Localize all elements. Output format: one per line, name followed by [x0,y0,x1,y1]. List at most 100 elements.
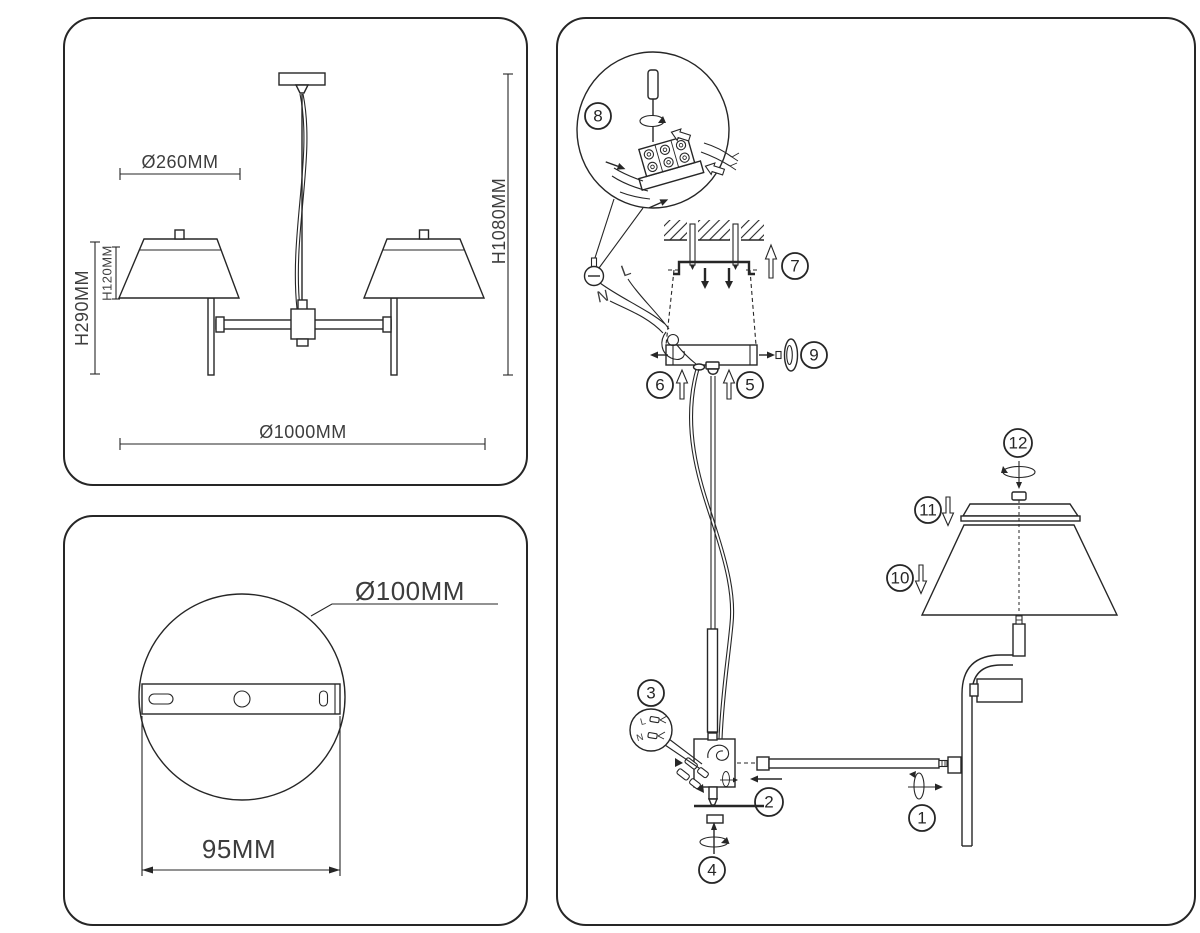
right-arm [390,297,398,376]
svg-text:6: 6 [655,376,664,395]
arrow-left [142,866,153,874]
connector-arrow-2 [696,784,704,793]
live-wire-label: L [619,261,633,280]
shade-diameter-label: Ø260MM [141,152,218,172]
wire-loop [666,333,680,347]
canopy-dashed-outline [665,269,760,346]
ground-screw-pin [590,257,598,268]
dimension-annotations: Ø260MM H290MM H120MM [72,73,513,450]
svg-text:8: 8 [593,107,602,126]
panel-assembly-steps: 8 [556,17,1196,926]
arm-tube-outer [961,654,1013,846]
assembly-diagram: 8 [576,51,1119,884]
lamp-shade [920,524,1119,616]
mounting-screw-right [732,223,739,266]
dim-shade-diameter: Ø260MM [119,152,241,180]
fixture-height-label: H290MM [72,270,92,346]
wire-to-grip [676,344,697,365]
step-6-badge: 6 [646,371,674,399]
hub-screw-rotation-icon [722,771,730,787]
left-arm [207,297,215,376]
svg-text:4: 4 [707,861,716,880]
ceiling-plate-drawing: Ø100MM 95MM [138,576,498,876]
chandelier-side-view [117,72,486,376]
step-9-badge: 9 [800,341,828,369]
svg-text:10: 10 [891,569,910,588]
right-slot [318,690,329,707]
ceiling-section [664,219,764,346]
strain-relief-nut [705,361,720,370]
screwdriver-icon [639,69,666,142]
svg-text:1: 1 [917,809,926,828]
ceiling-hatch [664,220,764,240]
center-hole [233,690,251,708]
connector-detail-bubble: L N [629,708,703,769]
coiled-wire [707,744,730,761]
detail-neutral-label: N [635,732,645,744]
svg-text:5: 5 [745,376,754,395]
bar-left-cap [215,316,225,333]
strain-relief-dome [707,368,719,375]
arm-socket-fitting [947,756,962,774]
panel-chandelier-dimensions: Ø260MM H290MM H120MM [63,17,528,486]
svg-text:12: 12 [1009,434,1028,453]
step-5-badge: 5 [736,371,764,399]
neutral-wire-label: N [596,287,611,306]
up-arrow-step4 [711,822,717,830]
hub-bottom-tip [707,798,719,806]
plate-diameter-label: Ø100MM [355,576,465,606]
mounting-screw-left [689,223,696,266]
dim-fixture-height: H290MM [72,241,100,375]
wire-hook [661,331,685,360]
shade-top-ring [961,503,1080,517]
ceiling-canopy [278,72,326,86]
socket-post [1012,623,1026,657]
step-10-badge: 10 [886,564,914,592]
shade-top-ring-rim [960,515,1081,522]
step-11-badge: 11 [914,496,942,524]
ground-wire [599,282,666,325]
step-12-badge: 12 [1003,428,1033,458]
ring-pin [775,350,782,360]
rod-end-fitting [756,756,770,771]
wires-into-block [605,128,740,209]
mounting-bracket [673,260,755,276]
step-2-badge: 2 [754,787,784,817]
canopy-assembly [650,338,799,372]
bar-right-cap [382,316,392,333]
center-hub [290,308,316,340]
suspension-cable [294,93,305,310]
svg-text:2: 2 [764,793,773,812]
neutral-wire [609,300,664,334]
shade-height-label: H120MM [100,245,115,301]
screw-down-arrows [701,268,733,289]
suspension-section [689,361,735,740]
up-arrow-step6 [675,368,689,400]
finial-down-arrow [1016,482,1022,489]
up-arrow-step7 [764,243,778,279]
svg-text:7: 7 [790,257,799,276]
shade-stack-section [920,461,1119,616]
lamp-arm-section [961,612,1026,847]
svg-text:3: 3 [646,684,655,703]
arrow-right [329,866,340,874]
left-screw-arrow [650,351,658,359]
svg-text:9: 9 [809,346,818,365]
hub-rod-entry [707,732,718,741]
hole-spacing-label: 95MM [202,834,276,864]
suspension-cable-2 [297,93,308,310]
hub-tab [296,338,309,347]
left-finial [174,229,185,240]
diameter-leader-line [310,603,498,617]
hanging-wire-b [692,368,735,740]
svg-text:11: 11 [919,501,937,520]
step-1-rotation-icon [908,771,943,800]
wiring-section: L N [583,257,697,365]
left-shade [117,238,241,299]
panel-ceiling-plate: Ø100MM 95MM [63,515,528,926]
left-slot [148,693,174,705]
terminal-block-detail-bubble [576,51,740,269]
step-3-badge: 3 [637,679,665,707]
canopy-cone [294,84,310,94]
